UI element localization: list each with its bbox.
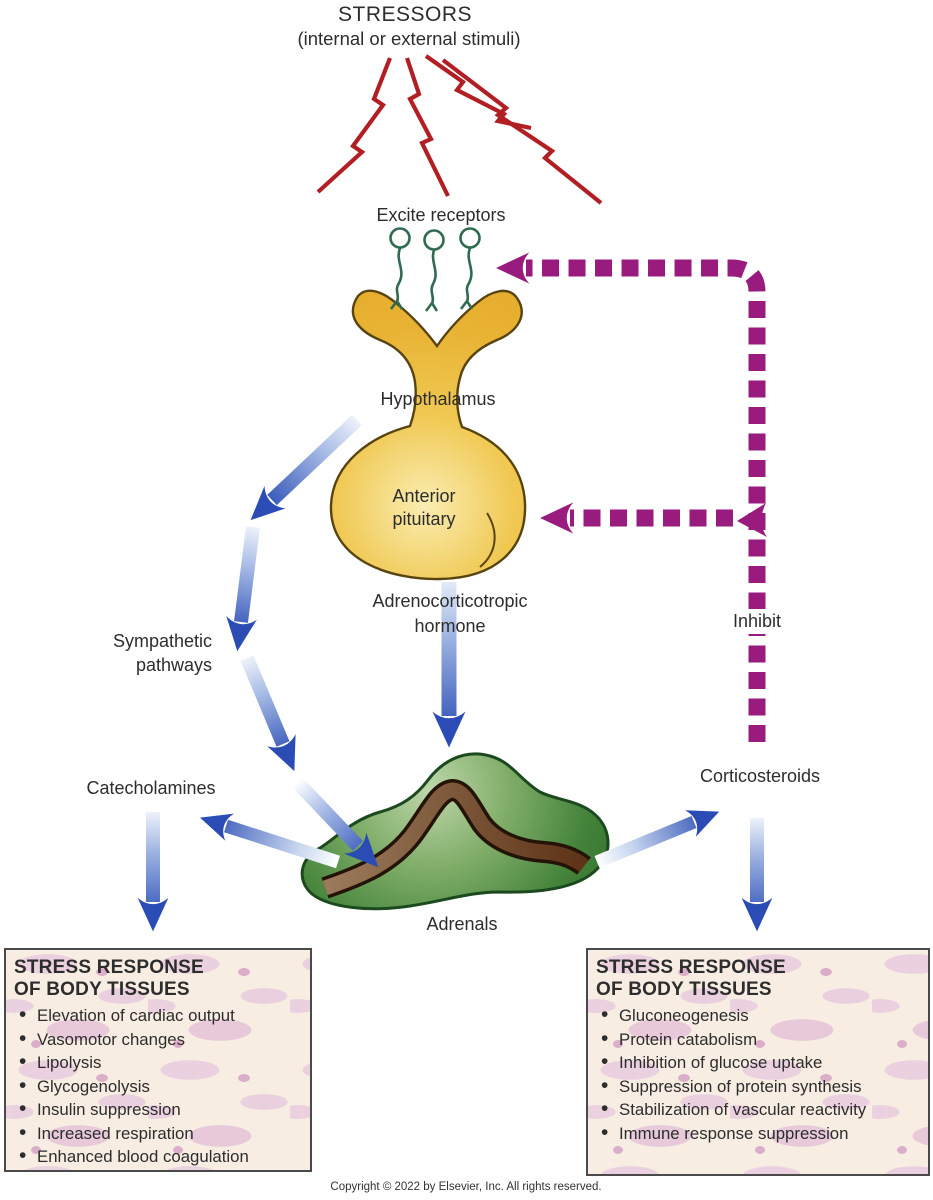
sympathetic-pathways-label: Sympathetic pathways: [112, 631, 212, 675]
lightning-bolts-icon: [316, 54, 603, 205]
bullet-item: Enhanced blood coagulation: [14, 1144, 300, 1169]
bullet-item: Lipolysis: [14, 1050, 300, 1075]
stressors-subtitle: (internal or external stimuli): [297, 28, 521, 49]
pathway-arrows: [137, 414, 773, 932]
hypothalamus-pituitary-shape: [329, 289, 527, 581]
corticosteroids-label: Corticosteroids: [699, 766, 821, 786]
box-title: STRESS RESPONSE OF BODY TISSUES: [14, 957, 204, 1000]
arrow-sympathetic-segment-3: [240, 655, 296, 772]
acth-label: Adrenocorticotropic hormone: [372, 591, 528, 636]
receptor-icon: [389, 227, 411, 310]
stress-response-box-left: STRESS RESPONSE OF BODY TISSUES Elevatio…: [4, 948, 312, 1172]
bullet-item: Stabilization of vascular reactivity: [596, 1097, 918, 1122]
bullet-item: Protein catabolism: [596, 1027, 918, 1052]
hypothalamus-label: Hypothalamus: [380, 389, 496, 409]
inhibit-label: Inhibit: [725, 609, 789, 634]
bullet-item: Gluconeogenesis: [596, 1003, 918, 1028]
excite-receptors-label: Excite receptors: [376, 205, 506, 225]
arrow-adrenal-to-catecholamines: [200, 813, 340, 869]
arrow-adrenal-to-corticosteroids: [594, 810, 720, 869]
arrow-hypothalamus-to-sympathetic: [250, 414, 362, 521]
receptor-icon: [423, 229, 445, 312]
receptor-icons: [389, 227, 481, 312]
anterior-pituitary-label: Anterior pituitary: [392, 486, 456, 529]
receptor-icon: [459, 227, 481, 310]
stress-response-list-right: GluconeogenesisProtein catabolismInhibit…: [596, 1003, 918, 1146]
bullet-item: Elevation of cardiac output: [14, 1003, 300, 1028]
arrow-sympathetic-to-adrenal: [291, 777, 379, 868]
bullet-item: Vasomotor changes: [14, 1027, 300, 1052]
bullet-item: Glycogenolysis: [14, 1074, 300, 1099]
pituitary-crease-line: [479, 512, 496, 568]
inhibit-feedback-path: [496, 252, 767, 742]
box-title: STRESS RESPONSE OF BODY TISSUES: [596, 957, 786, 1000]
feedback-junction-arrowhead-icon: [737, 503, 767, 537]
adrenal-gland-shape: [300, 752, 610, 911]
adrenals-label: Adrenals: [426, 914, 498, 934]
copyright-notice: Copyright © 2022 by Elsevier, Inc. All r…: [330, 1181, 602, 1193]
arrow-sympathetic-segment-2: [226, 526, 260, 652]
bullet-item: Increased respiration: [14, 1121, 300, 1146]
stressors-title: STRESSORS: [337, 3, 473, 26]
catecholamines-label: Catecholamines: [86, 778, 216, 798]
bullet-item: Insulin suppression: [14, 1097, 300, 1122]
stress-response-box-right: STRESS RESPONSE OF BODY TISSUES Gluconeo…: [586, 948, 930, 1176]
stress-response-list-left: Elevation of cardiac outputVasomotor cha…: [14, 1003, 300, 1169]
bullet-item: Immune response suppression: [596, 1121, 918, 1146]
bullet-item: Suppression of protein synthesis: [596, 1074, 918, 1099]
bullet-item: Inhibition of glucose uptake: [596, 1050, 918, 1075]
